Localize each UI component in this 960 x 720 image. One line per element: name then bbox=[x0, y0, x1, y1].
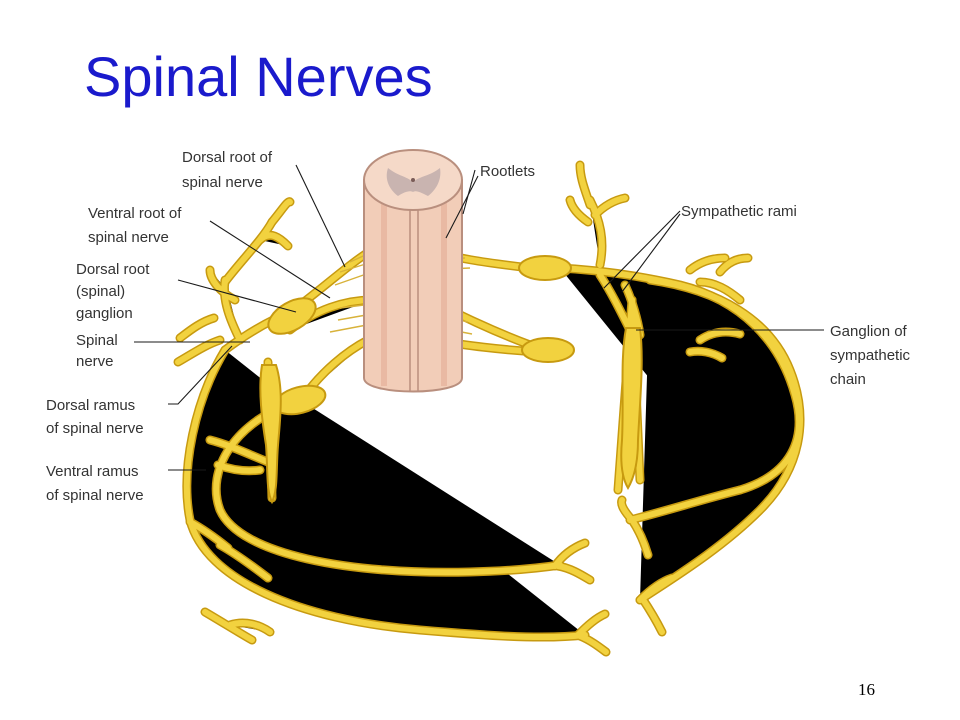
page-number: 16 bbox=[858, 680, 875, 699]
label-dorsal-ramus: Dorsal ramus of spinal nerve bbox=[46, 397, 144, 437]
slide-title: Spinal Nerves bbox=[84, 45, 433, 108]
label-rootlets: Rootlets bbox=[480, 163, 535, 180]
label-spinal-nerve: Spinal nerve bbox=[76, 332, 122, 370]
leader-lines bbox=[134, 164, 824, 471]
nerve-network bbox=[178, 165, 800, 652]
label-sympathetic-rami: Sympathetic rami bbox=[681, 203, 797, 220]
label-dorsal-root: Dorsal root of spinal nerve bbox=[182, 149, 276, 191]
label-dorsal-root-ganglion: Dorsal root (spinal) ganglion bbox=[76, 261, 154, 322]
spinal-cord bbox=[329, 149, 473, 393]
label-ventral-root: Ventral root of spinal nerve bbox=[88, 205, 186, 246]
label-sympathetic-ganglion: Ganglion of sympathetic chain bbox=[830, 323, 914, 388]
label-ventral-ramus: Ventral ramus of spinal nerve bbox=[46, 463, 144, 504]
